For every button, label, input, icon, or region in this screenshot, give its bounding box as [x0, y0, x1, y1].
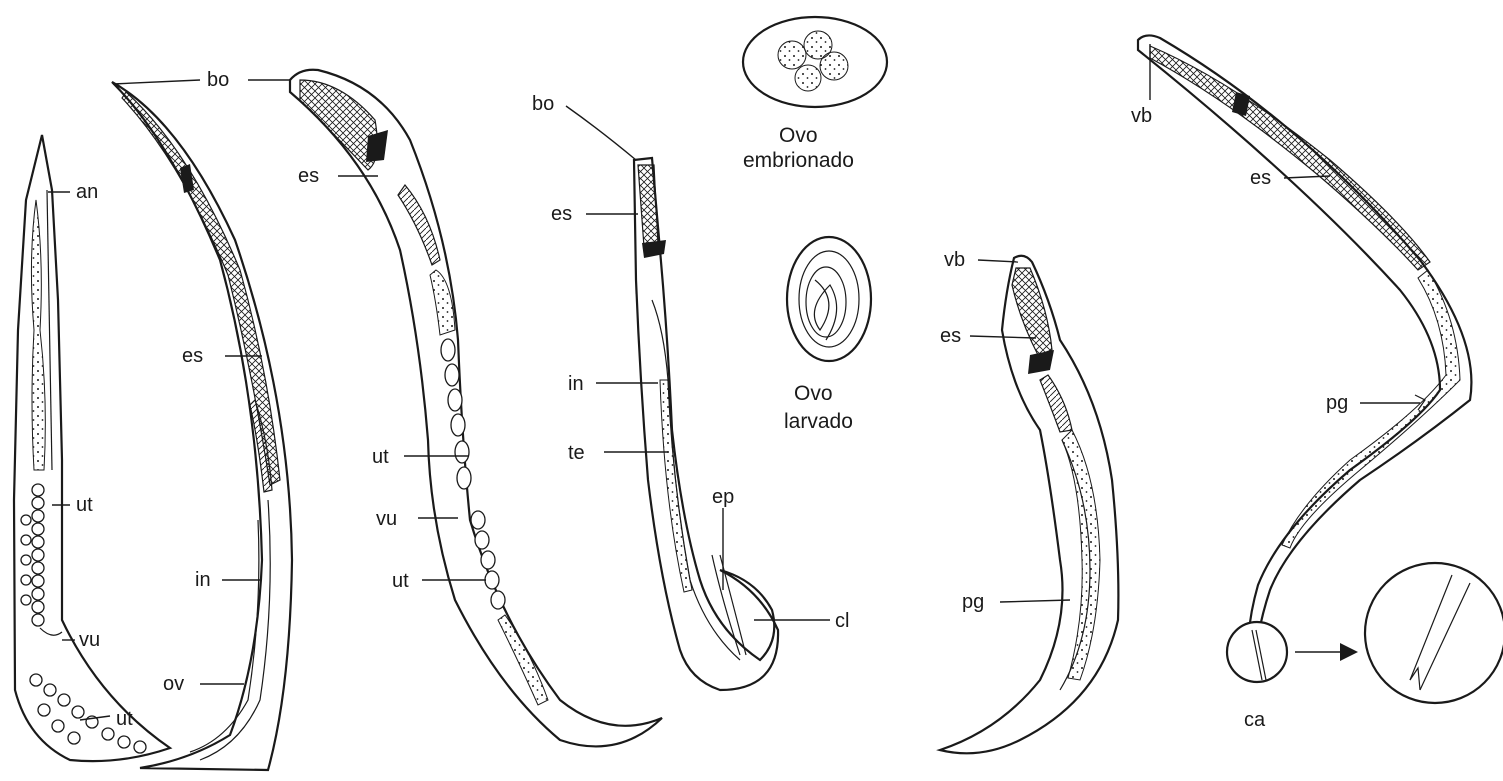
label-pg-2: pg [1326, 392, 1348, 414]
label-es-3: es [551, 203, 572, 225]
label-vb-1: vb [944, 249, 965, 271]
male-worm-5 [940, 256, 1118, 754]
label-te: te [568, 442, 585, 464]
caption-egg-embryonated-2: embrionado [743, 149, 854, 172]
male-worm-6 [1138, 35, 1471, 650]
label-ov: ov [163, 673, 184, 695]
label-ut-2: ut [116, 708, 133, 730]
label-ut-4: ut [392, 570, 409, 592]
egg-larvated [787, 237, 871, 361]
female-worm-2 [112, 82, 292, 770]
label-in-2: in [568, 373, 584, 395]
egg-embryonated [743, 17, 887, 107]
label-es-2: es [298, 165, 319, 187]
label-ep: ep [712, 486, 734, 508]
label-vu-2: vu [376, 508, 397, 530]
caption-egg-larvated-2: larvado [784, 410, 853, 433]
label-bo-2: bo [532, 93, 554, 115]
caption-egg-larvated-1: Ovo [794, 382, 833, 405]
female-worm-1 [14, 135, 170, 761]
label-pg-1: pg [962, 591, 984, 613]
label-an: an [76, 181, 98, 203]
label-ut-3: ut [372, 446, 389, 468]
label-es-4: es [940, 325, 961, 347]
caption-egg-embryonated-1: Ovo [779, 124, 818, 147]
label-es-5: es [1250, 167, 1271, 189]
label-bo-1: bo [207, 69, 229, 91]
magnified-tail-circle [1365, 563, 1503, 703]
label-ut-1: ut [76, 494, 93, 516]
arrow-right-icon [1340, 643, 1358, 661]
label-es-1: es [182, 345, 203, 367]
label-ca: ca [1244, 709, 1266, 731]
label-vb-2: vb [1131, 105, 1152, 127]
label-in-1: in [195, 569, 211, 591]
label-vu-1: vu [79, 629, 100, 651]
male-worm-4 [634, 158, 778, 690]
label-cl: cl [835, 610, 849, 632]
female-worm-3 [290, 70, 662, 747]
